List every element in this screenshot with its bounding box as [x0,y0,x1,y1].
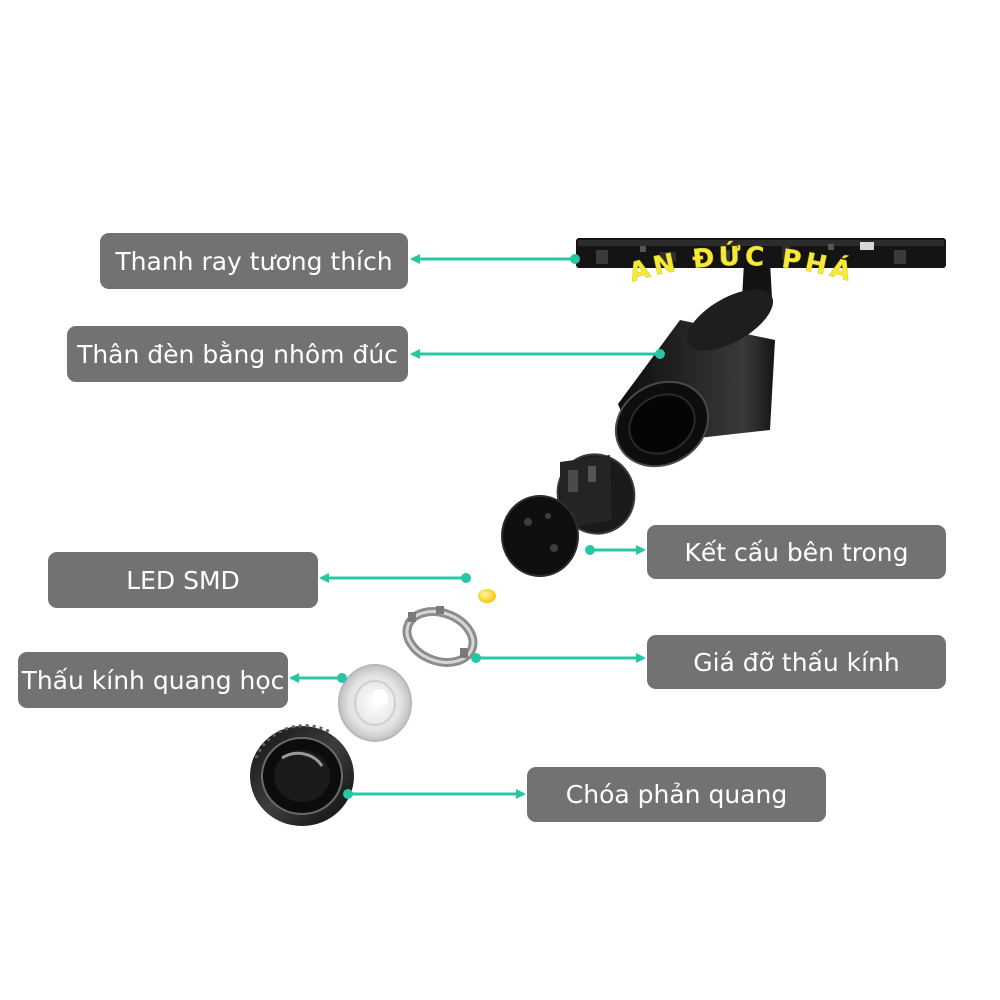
inner-structure [501,453,636,577]
label-body: Thân đèn bằng nhôm đúc [67,326,408,382]
reflector-ring [250,724,354,826]
label-rail: Thanh ray tương thích [100,233,408,289]
lamp-body-cylinder [614,289,775,468]
led-chip [478,589,496,603]
label-optical-lens: Thấu kính quang học [18,652,288,708]
track-rail [576,238,946,268]
label-reflector: Chóa phản quang [527,767,826,822]
optical-lens [338,664,412,742]
lens-holder [402,606,478,667]
label-inner-structure: Kết cấu bên trong [647,525,946,579]
label-led: LED SMD [48,552,318,608]
connector-dots [337,254,665,799]
connectors [289,254,660,799]
label-lens-holder: Giá đỡ thấu kính [647,635,946,689]
